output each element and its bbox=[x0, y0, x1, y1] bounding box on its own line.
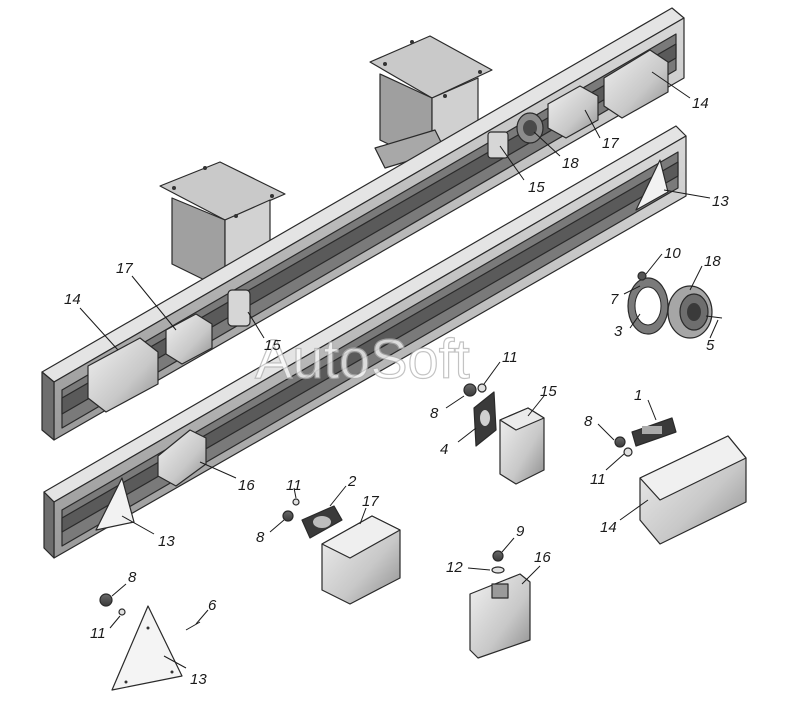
callout-4: 4 bbox=[440, 441, 448, 458]
mounted-socket-18-right bbox=[516, 112, 544, 144]
lamp-17 bbox=[321, 515, 401, 605]
washer-11-c bbox=[292, 498, 300, 506]
callout-1: 1 bbox=[634, 387, 642, 404]
washer-11-b bbox=[623, 447, 633, 457]
callout-6: 6 bbox=[208, 597, 217, 614]
callout-labels: 14 17 18 15 13 17 14 15 10 18 7 3 5 11 8… bbox=[64, 95, 729, 688]
callout-15-exploded: 15 bbox=[540, 383, 557, 400]
lower-bumper-beam bbox=[43, 125, 687, 559]
mounted-lamp-17-right bbox=[547, 85, 599, 139]
callout-8-lower: 8 bbox=[128, 569, 137, 586]
washer-12 bbox=[491, 566, 505, 574]
mounted-lamp-16-left bbox=[157, 429, 207, 487]
bolt-6 bbox=[185, 621, 201, 631]
callout-10: 10 bbox=[664, 245, 681, 262]
callout-11-right: 11 bbox=[590, 471, 606, 488]
callout-14-left: 14 bbox=[64, 291, 81, 308]
gasket-4 bbox=[473, 391, 497, 447]
callout-14-upper-right: 14 bbox=[692, 95, 709, 112]
nut-9 bbox=[492, 550, 504, 562]
callout-15-upper: 15 bbox=[528, 179, 545, 196]
lamp-16 bbox=[469, 573, 531, 659]
nut-8-a bbox=[463, 383, 477, 397]
callout-13-exploded: 13 bbox=[190, 671, 207, 688]
callout-18-upper: 18 bbox=[562, 155, 579, 172]
callout-17-upper-right: 17 bbox=[602, 135, 619, 152]
gasket-2 bbox=[301, 505, 343, 539]
callout-13-left: 13 bbox=[158, 533, 175, 550]
washer-11-d bbox=[118, 608, 126, 616]
callout-9: 9 bbox=[516, 523, 525, 540]
callout-17-exploded: 17 bbox=[362, 493, 379, 510]
mounted-lamp-14-right bbox=[603, 49, 669, 119]
callout-14-exploded: 14 bbox=[600, 519, 617, 536]
reflector-13 bbox=[111, 605, 183, 691]
callout-15-left: 15 bbox=[264, 337, 281, 354]
lamp-15 bbox=[499, 407, 545, 485]
watermark: AutoSoft bbox=[255, 327, 470, 390]
callout-16-exploded: 16 bbox=[534, 549, 551, 566]
leader-lines bbox=[79, 71, 719, 669]
callout-11-mid: 11 bbox=[286, 477, 302, 494]
mounted-reflector-13-right bbox=[635, 159, 669, 211]
callout-18-exploded: 18 bbox=[704, 253, 721, 270]
mounted-lamp-14-left bbox=[87, 337, 159, 413]
callout-17-left: 17 bbox=[116, 260, 133, 277]
callout-2: 2 bbox=[347, 473, 357, 490]
gasket-3 bbox=[627, 277, 669, 335]
washer-11-a bbox=[477, 383, 487, 393]
callout-5: 5 bbox=[706, 337, 715, 354]
lamp-14 bbox=[639, 435, 747, 545]
socket-18 bbox=[667, 285, 713, 339]
plate-1 bbox=[631, 417, 677, 447]
nut-10 bbox=[637, 271, 647, 281]
mounted-lamp-15-right bbox=[487, 131, 509, 159]
nut-8-b bbox=[614, 436, 626, 448]
callout-16-left: 16 bbox=[238, 477, 255, 494]
nut-8-c bbox=[282, 510, 294, 522]
callout-11-upper: 11 bbox=[502, 349, 518, 366]
callout-3: 3 bbox=[614, 323, 623, 340]
callout-12: 12 bbox=[446, 559, 463, 576]
callout-13-right: 13 bbox=[712, 193, 729, 210]
callout-7: 7 bbox=[610, 291, 619, 308]
mounted-lamp-15-left bbox=[227, 289, 251, 327]
callout-8-upper: 8 bbox=[430, 405, 439, 422]
callout-8-right: 8 bbox=[584, 413, 593, 430]
screw-5 bbox=[705, 315, 723, 319]
callout-11-lower: 11 bbox=[90, 625, 106, 642]
nut-8-d bbox=[99, 593, 113, 607]
callout-8-mid: 8 bbox=[256, 529, 265, 546]
mounted-lamp-17-left bbox=[165, 313, 213, 365]
